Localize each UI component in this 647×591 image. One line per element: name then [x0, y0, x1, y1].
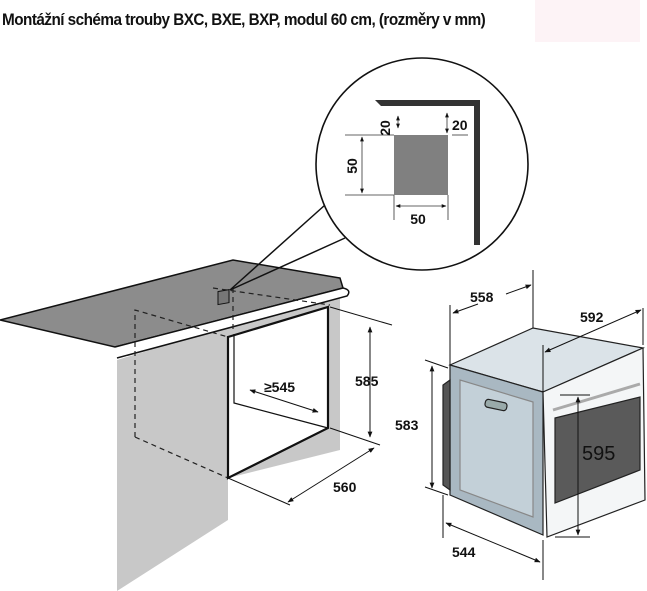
oven-body-height-label: 583: [395, 417, 419, 433]
vent-cutout: [217, 289, 230, 306]
detail-right-offset-label: 20: [452, 117, 468, 133]
cabinet-opening: [226, 305, 330, 480]
cabinet-dimensions: [227, 306, 393, 506]
oven-side-depth-label: 558: [470, 289, 494, 305]
oven: [442, 327, 646, 538]
background-tint: [535, 0, 640, 42]
cabinet-height-label: 585: [355, 373, 379, 389]
oven-body-width-label: 544: [452, 544, 476, 560]
cabinet-depth-label: ≥545: [264, 379, 295, 395]
oven-side-panel: [459, 379, 534, 518]
oven-total-depth-label: 592: [580, 309, 604, 325]
vent-square: [394, 135, 448, 195]
oven-side-vent: [484, 398, 508, 412]
detail-leader: [229, 204, 346, 291]
detail-width-label: 50: [410, 211, 426, 227]
countertop: [0, 259, 350, 359]
oven-handle: [552, 382, 641, 412]
oven-rear-bump: [442, 378, 451, 492]
oven-front-height-label: 595: [582, 443, 615, 465]
detail-height-label: 50: [344, 158, 360, 174]
cavity-outline: [134, 287, 331, 479]
detail-top-offset-label: 20: [377, 120, 393, 136]
detail-circle: 20 20 50 50: [315, 57, 529, 271]
cabinet-width-label: 560: [333, 479, 357, 495]
oven-dimensions: [424, 270, 644, 580]
page-title: Montážní schéma trouby BXC, BXE, BXP, mo…: [2, 10, 486, 29]
